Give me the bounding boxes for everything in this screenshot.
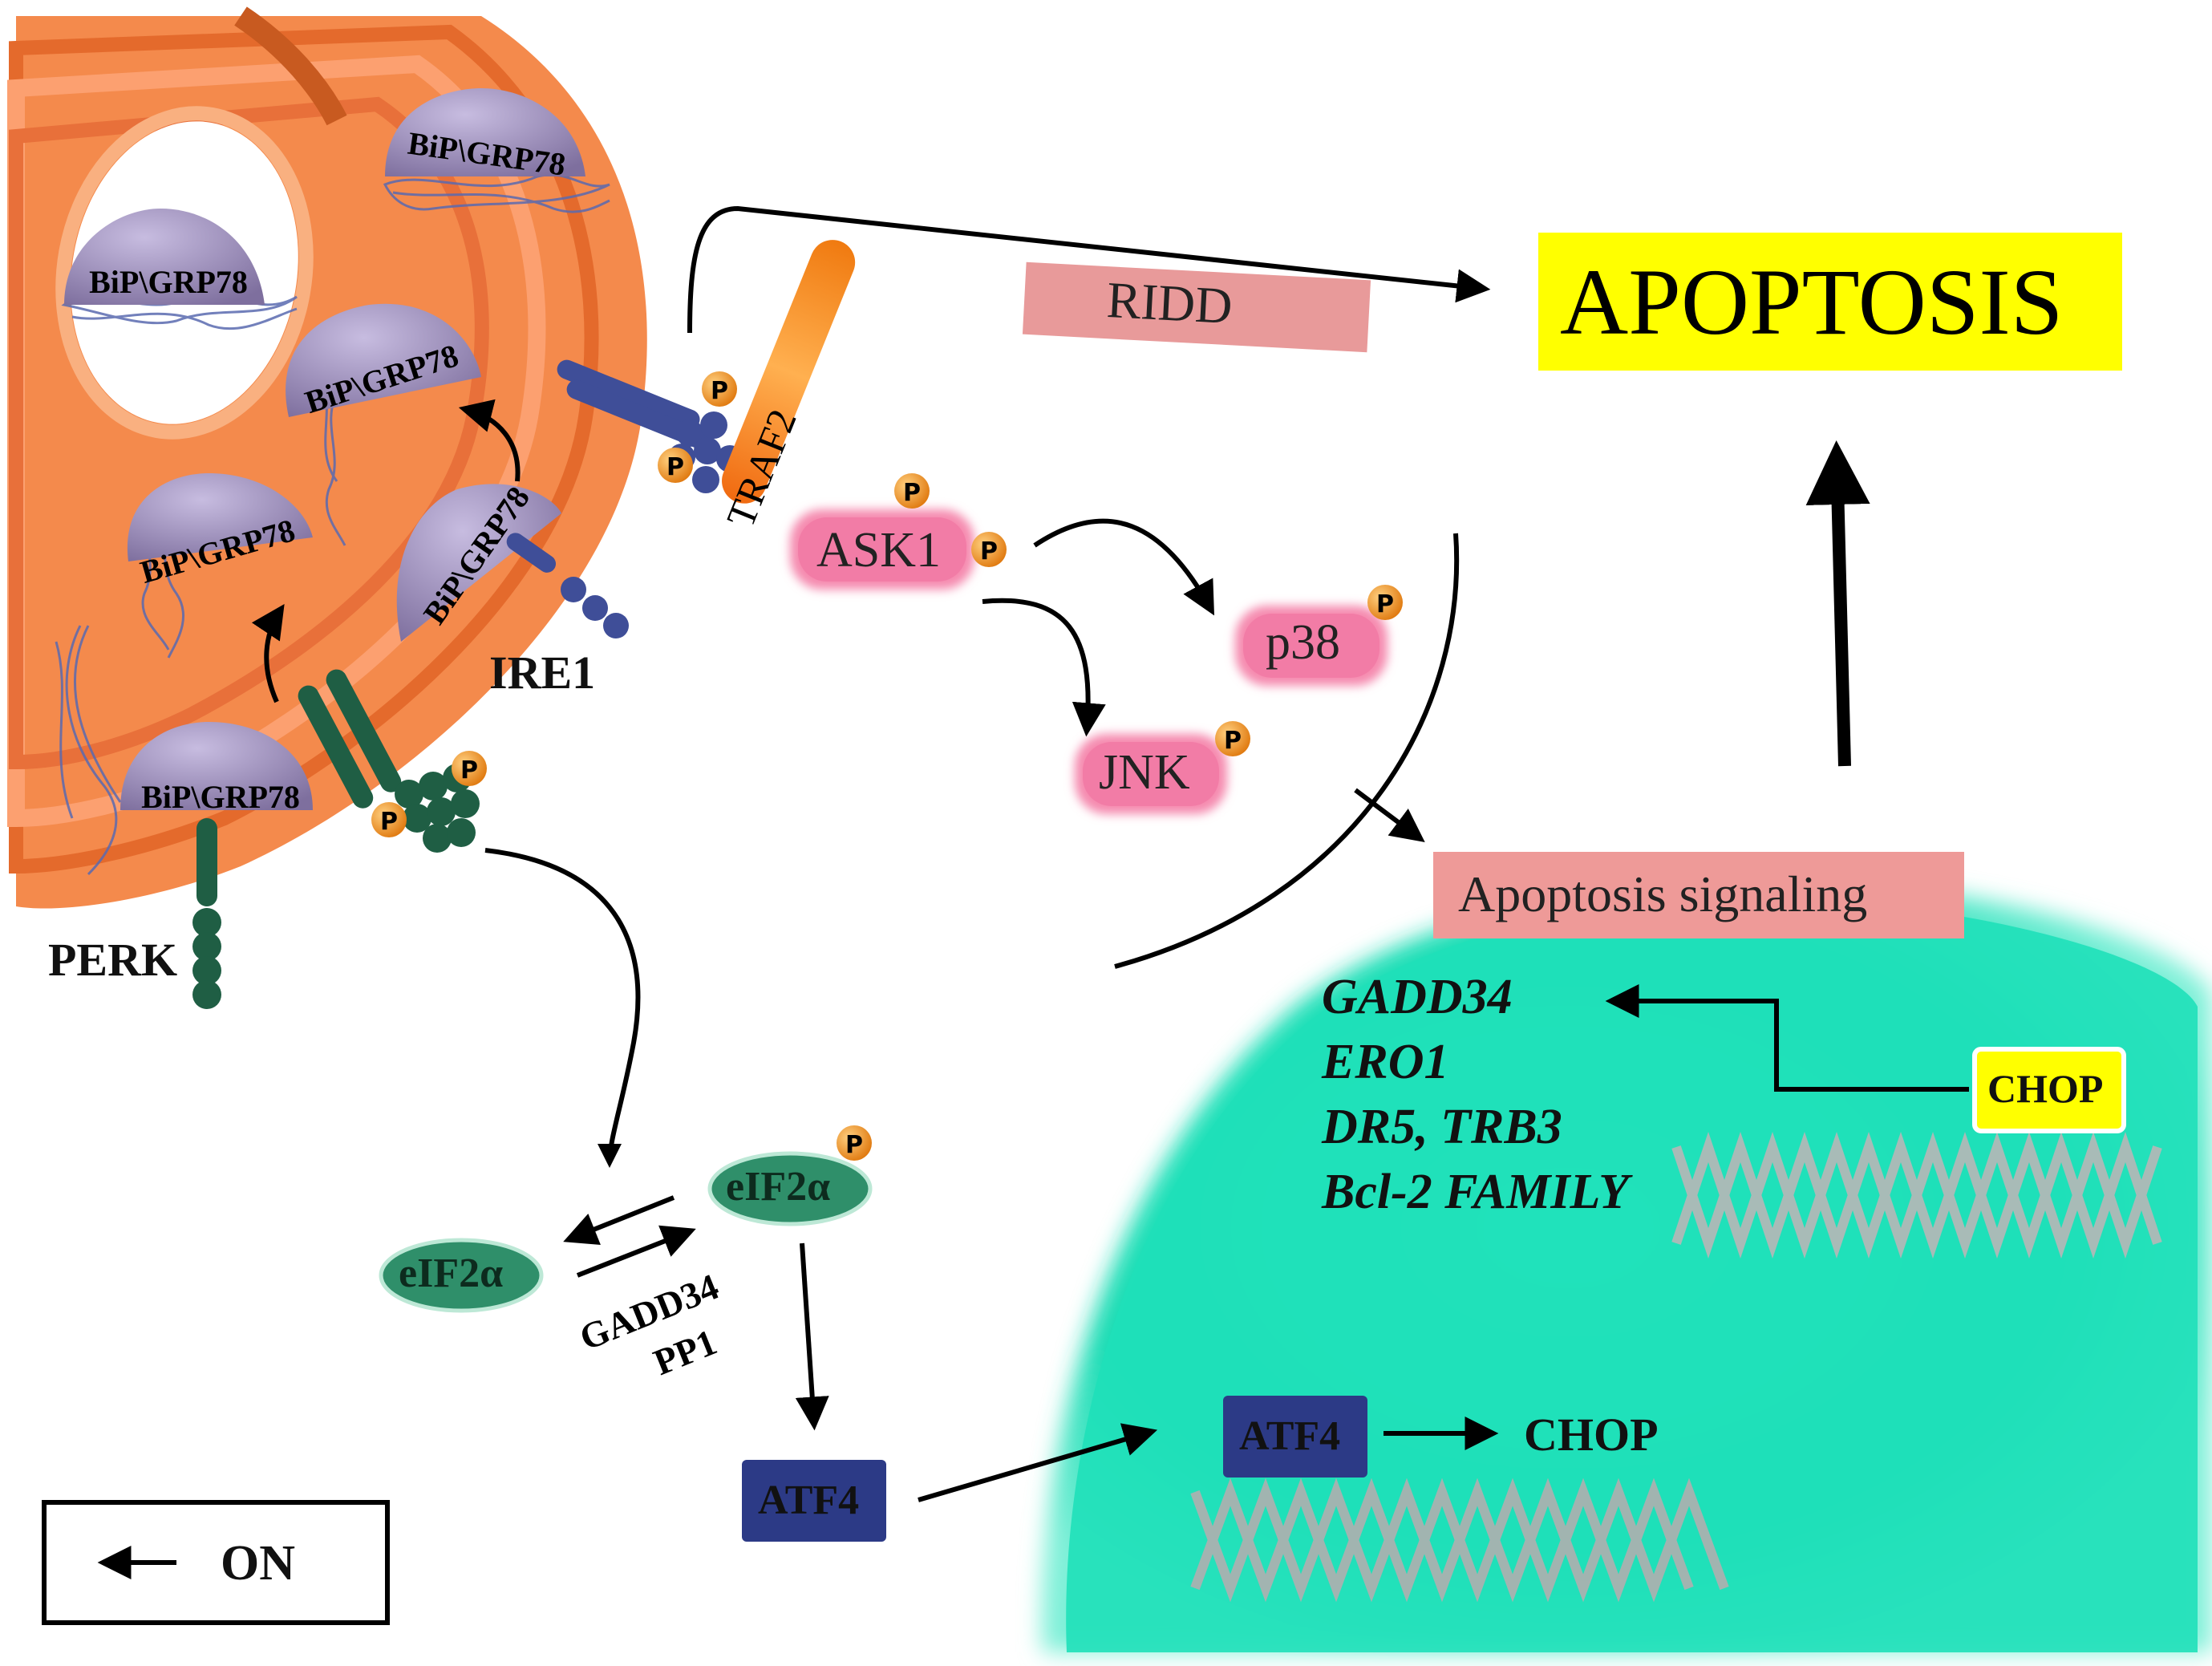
target-gene-bcl2-family: Bcl-2 FAMILY — [1322, 1165, 1629, 1219]
chop-box-label: CHOP — [1987, 1066, 2104, 1111]
target-gene-ero1: ERO1 — [1322, 1035, 1449, 1089]
phospho-icon — [1215, 721, 1250, 756]
ire1-label: IRE1 — [489, 647, 596, 699]
bip-chaperones — [64, 88, 585, 810]
phospho-icon — [971, 532, 1007, 567]
p38-label: p38 — [1266, 615, 1340, 670]
apoptosis-signaling-label: Apoptosis signaling — [1458, 865, 1868, 922]
jnk-blob — [1083, 742, 1219, 806]
atf4-nuclear-label: ATF4 — [1239, 1413, 1341, 1459]
phospho-label: P — [711, 377, 728, 405]
phospho-label: P — [980, 537, 998, 565]
dna-helix-upper — [1671, 1132, 2162, 1259]
bip-label: BiP\GRP78 — [89, 264, 248, 300]
target-gene-dr5-trb3: DR5, TRB3 — [1322, 1100, 1562, 1154]
phospho-icon — [1367, 585, 1403, 620]
apoptosis-label: APOPTOSIS — [1560, 249, 2064, 355]
target-gene-gadd34: GADD34 — [1322, 970, 1513, 1024]
atf4-nuclear-box — [1223, 1396, 1367, 1478]
legend-on-label: ON — [221, 1536, 295, 1591]
phospho-label: P — [845, 1131, 863, 1159]
atf4-label: ATF4 — [758, 1478, 860, 1523]
eif2a-label: eIF2α — [399, 1251, 504, 1296]
ask1-label: ASK1 — [816, 523, 942, 578]
phospho-label: P — [460, 756, 478, 784]
apoptosis-signaling-box — [1433, 852, 1964, 938]
perk-label: PERK — [48, 934, 178, 986]
perk-receptor — [192, 669, 480, 1009]
phospho-icon — [452, 751, 487, 786]
phospho-icon — [837, 1125, 872, 1161]
traf2-protein — [722, 240, 856, 504]
phospho-icon — [658, 448, 693, 483]
ridd-label: RIDD — [1105, 270, 1234, 335]
phospho-label: P — [903, 479, 921, 507]
p38-blob — [1243, 614, 1379, 678]
ask1-blob — [798, 517, 966, 582]
bip-label: BiP\GRP78 — [141, 779, 300, 815]
phospho-marks — [371, 371, 1403, 1161]
chop-label: CHOP — [1524, 1409, 1659, 1461]
legend-box — [42, 1500, 390, 1625]
ridd-box — [1022, 261, 1371, 353]
phospho-icon — [371, 802, 407, 837]
eif2a-p-label: eIF2α — [726, 1164, 831, 1210]
arrows — [97, 205, 1969, 1579]
phospho-label: P — [1376, 590, 1394, 618]
apoptosis-box — [1538, 233, 2122, 371]
eif2a-p-oval — [707, 1151, 873, 1226]
phospho-label: P — [1224, 727, 1242, 755]
chop-box — [1972, 1047, 2126, 1133]
atf4-box — [742, 1460, 886, 1542]
phosphatase-label-2: PP1 — [648, 1321, 723, 1383]
eif2a-oval — [379, 1238, 544, 1313]
phospho-label: P — [380, 808, 398, 836]
ire1-receptor — [506, 359, 743, 638]
phospho-icon — [702, 371, 737, 407]
jnk-label: JNK — [1099, 745, 1190, 800]
phospho-label: P — [666, 453, 684, 481]
dna-helix-lower — [1190, 1478, 1729, 1603]
phospho-icon — [894, 473, 930, 509]
